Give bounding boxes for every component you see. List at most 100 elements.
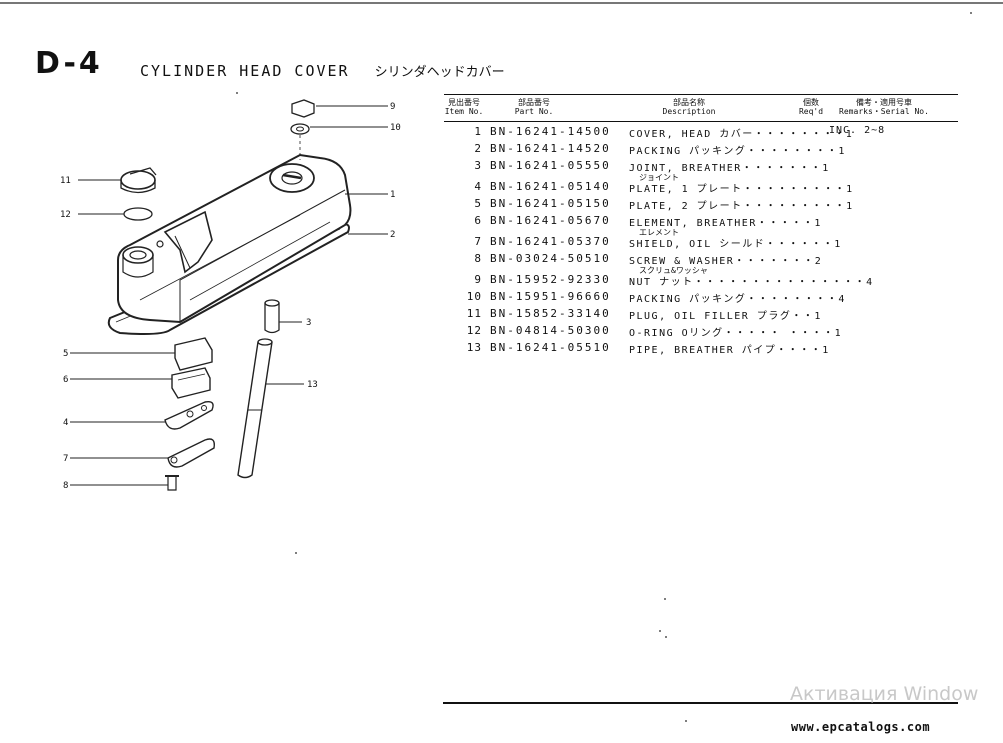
description: NUT ナット・・・・・・・・・・・・・・・4 [629,273,874,288]
description-text: SHIELD, OIL シールド・・・・・・1 [629,239,842,250]
item-no: 1 [474,125,482,138]
speck [665,636,667,638]
description: SHIELD, OIL シールド・・・・・・1 [629,235,842,250]
description: PLATE, 2 プレート・・・・・・・・・1 [629,197,854,212]
page-code: D-4 [35,46,103,81]
callout-10: 10 [390,123,401,133]
title-jp: シリンダヘッドカバー [374,65,505,80]
part-no: BN-16241-05140 [490,180,611,193]
part-no: BN-16241-05370 [490,235,611,248]
part-no: BN-16241-05510 [490,341,611,354]
item-no: 11 [466,307,482,320]
description: O-RING Oリング・・・・・ ・・・・1 [629,324,842,339]
description-jp: ジョイント [639,173,679,182]
speck [295,552,297,554]
parts-diagram: 9 10 11 1 12 2 3 5 13 6 4 7 8 [60,99,401,491]
part-no: BN-15852-33140 [490,307,611,320]
description: PACKING パッキング・・・・・・・・1 [629,142,846,157]
part-no: BN-16241-14500 [490,125,611,138]
description-text: NUT ナット・・・・・・・・・・・・・・・4 [629,277,874,288]
table-row: 2 BN-16241-14520 PACKING パッキング・・・・・・・・1 [444,139,958,157]
description: PACKING パッキング・・・・・・・・4 [629,290,846,305]
part-no: BN-16241-05150 [490,197,611,210]
item-no: 2 [474,142,482,155]
callout-3: 3 [306,318,311,328]
speck [664,598,666,600]
description-text: O-RING Oリング・・・・・ ・・・・1 [629,328,843,339]
item-no: 13 [466,341,482,354]
item-no: 5 [474,197,482,210]
description-text: PLUG, OIL FILLER プラグ・・1 [629,311,822,322]
description-text: PACKING パッキング・・・・・・・・4 [629,294,846,305]
bottom-rule [443,702,958,704]
description-text: PACKING パッキング・・・・・・・・1 [629,146,846,157]
speck [970,12,972,14]
item-no: 6 [474,214,482,227]
page-title: CYLINDER HEAD COVER シリンダヘッドカバー [140,61,505,80]
remarks: INC. 2~8 [829,125,886,136]
part-no: BN-16241-05550 [490,159,611,172]
item-no: 7 [474,235,482,248]
description-jp: スクリュ&ワッシャ [639,266,708,275]
callout-5: 5 [63,349,68,359]
packing-gasket [107,223,350,335]
table-row: 4 BN-16241-05140 PLATE, 1 プレート・・・・・・・・・1 [444,177,958,195]
item-no: 3 [474,159,482,172]
callout-12: 12 [60,210,71,220]
callout-2: 2 [390,230,395,240]
callout-7: 7 [63,454,68,464]
item-no: 12 [466,324,482,337]
callout-4: 4 [63,418,68,428]
description-text: PLATE, 1 プレート・・・・・・・・・1 [629,184,854,195]
item-no: 9 [474,273,482,286]
description-text: JOINT, BREATHER・・・・・・・1 [629,163,830,174]
head-cover [117,153,352,324]
callout-8: 8 [63,481,68,491]
title-en: CYLINDER HEAD COVER [140,62,350,80]
description-text: PLATE, 2 プレート・・・・・・・・・1 [629,201,854,212]
item-no: 8 [474,252,482,265]
speck [659,630,661,632]
description-text: COVER, HEAD カバー・・・・・・・・1 [629,129,854,140]
callout-11: 11 [60,176,71,186]
windows-activation-watermark: Активация Window [790,683,979,705]
table-row: 11 BN-15852-33140 PLUG, OIL FILLER プラグ・・1 [444,304,958,322]
description: PLUG, OIL FILLER プラグ・・1 [629,307,822,322]
table-row: 7 BN-16241-05370 SHIELD, OIL シールド・・・・・・1 [444,232,958,250]
item-no: 4 [474,180,482,193]
speck [685,720,687,722]
description-text: PIPE, BREATHER パイプ・・・・1 [629,345,830,356]
table-row: 13 BN-16241-05510 PIPE, BREATHER パイプ・・・・1 [444,338,958,356]
speck [236,92,238,94]
description: COVER, HEAD カバー・・・・・・・・1 [629,125,853,140]
table-row: 5 BN-16241-05150 PLATE, 2 プレート・・・・・・・・・1 [444,194,958,212]
description: PIPE, BREATHER パイプ・・・・1 [629,341,830,356]
top-border [0,2,1003,4]
callout-6: 6 [63,375,68,385]
part-no: BN-16241-05670 [490,214,611,227]
part-no: BN-15952-92330 [490,273,611,286]
callout-1: 1 [390,190,395,200]
callout-9: 9 [390,102,395,112]
part-no: BN-16241-14520 [490,142,611,155]
description-text: ELEMENT, BREATHER・・・・・1 [629,218,822,229]
part-no: BN-03024-50510 [490,252,611,265]
part-no: BN-15951-96660 [490,290,611,303]
